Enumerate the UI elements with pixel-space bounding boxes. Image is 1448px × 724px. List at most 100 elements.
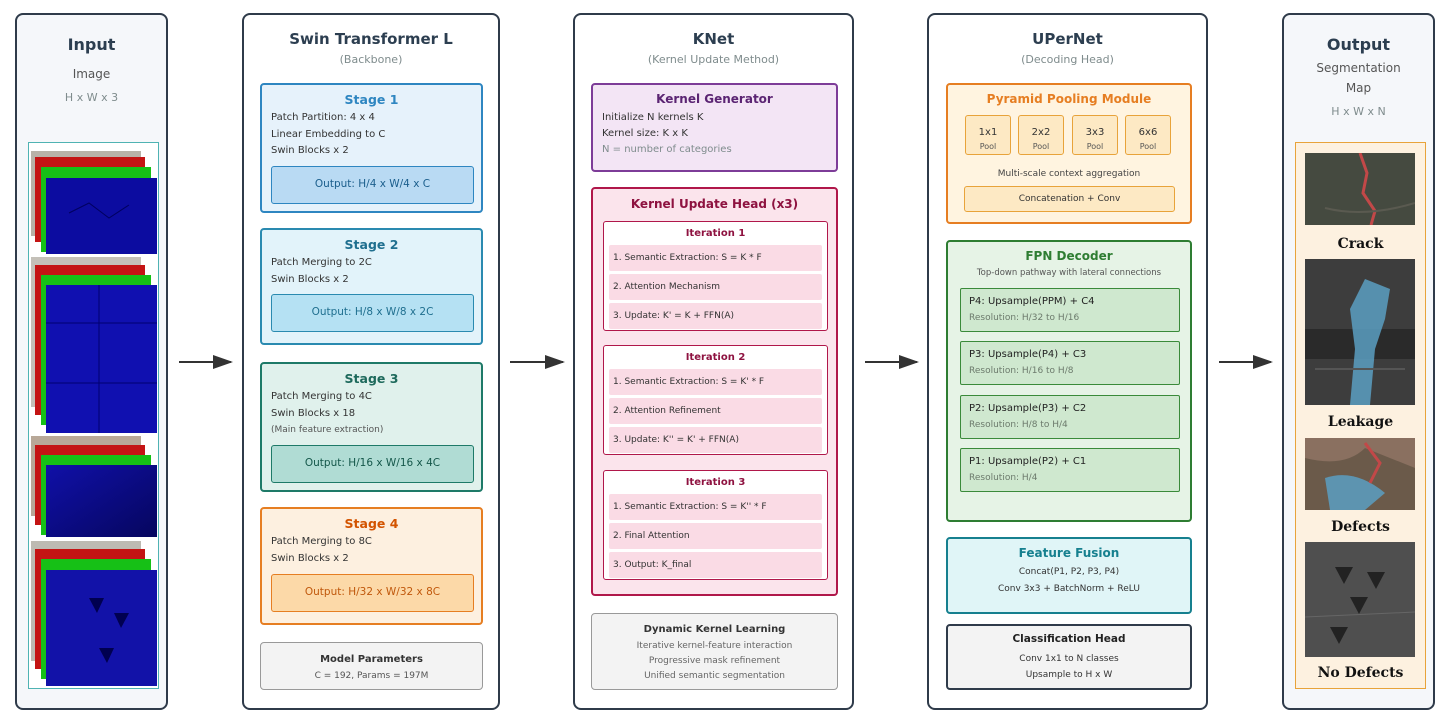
stage-4-line-2: Swin Blocks x 2 (271, 553, 349, 564)
knet-subtitle: (Kernel Update Method) (647, 53, 780, 66)
stage-2-line-2: Swin Blocks x 2 (271, 274, 349, 285)
knet-panel: KNet (Kernel Update Method) Kernel Gener… (573, 13, 854, 710)
feature-fusion-title: Feature Fusion (1018, 546, 1120, 560)
fpn-level-p2: P2: Upsample(P3) + C2 Resolution: H/8 to… (960, 395, 1180, 439)
kernel-update-head-title: Kernel Update Head (x3) (630, 197, 799, 211)
pool-2x2-label: Pool (1032, 142, 1050, 151)
flow-arrow-upernet-to-output (1219, 355, 1273, 369)
iteration-1-step-2: 2. Attention Mechanism (609, 274, 822, 300)
pool-3x3-size: 3x3 (1085, 127, 1105, 138)
backbone-title: Swin Transformer L (289, 30, 453, 48)
iteration-3-step-2: 2. Final Attention (609, 523, 822, 549)
iteration-1-step-1: 1. Semantic Extraction: S = K * F (609, 245, 822, 271)
ppm-concat-box: Concatenation + Conv (964, 186, 1175, 212)
flow-arrow-backbone-to-knet (510, 355, 565, 369)
output-image-defects (1305, 438, 1415, 510)
model-params-text: C = 192, Params = 197M (314, 671, 429, 681)
output-image-no-defects (1305, 542, 1415, 657)
kernel-generator-box: Kernel Generator Initialize N kernels K … (591, 83, 838, 172)
input-image-group-2 (31, 257, 157, 433)
kernel-update-head-box: Kernel Update Head (x3) Iteration 1 1. S… (591, 187, 838, 596)
upernet-title: UPerNet (1032, 30, 1103, 48)
classification-head-title: Classification Head (1012, 633, 1126, 645)
iteration-3-box: Iteration 3 1. Semantic Extraction: S = … (603, 470, 828, 580)
fpn-subtitle: Top-down pathway with lateral connection… (976, 268, 1162, 278)
kernel-generator-title: Kernel Generator (656, 92, 773, 106)
pool-3x3-label: Pool (1086, 142, 1104, 151)
stage-3-title: Stage 3 (344, 371, 399, 386)
stage-3-output: Output: H/16 x W/16 x 4C (271, 445, 474, 483)
output-subtitle-2: Map (1345, 81, 1372, 95)
stage-4-title: Stage 4 (344, 516, 399, 531)
kernel-generator-line-2: Kernel size: K x K (602, 128, 688, 139)
iteration-3-step-1: 1. Semantic Extraction: S = K'' * F (609, 494, 822, 520)
fpn-level-p1-title: P1: Upsample(P2) + C1 (969, 456, 1087, 467)
feature-fusion-line-2: Conv 3x3 + BatchNorm + ReLU (998, 584, 1140, 594)
classification-head-box: Classification Head Conv 1x1 to N classe… (946, 624, 1192, 690)
kernel-generator-line-1: Initialize N kernels K (602, 112, 704, 123)
stage-1-line-3: Swin Blocks x 2 (271, 145, 349, 156)
input-title: Input (67, 35, 116, 54)
stage-3-line-2: Swin Blocks x 18 (271, 408, 356, 419)
backbone-panel: Swin Transformer L (Backbone) Stage 1 Pa… (242, 13, 500, 710)
iteration-2-box: Iteration 2 1. Semantic Extraction: S = … (603, 345, 828, 455)
output-title: Output (1326, 35, 1391, 54)
dynamic-kernel-line-1: Iterative kernel-feature interaction (636, 641, 793, 651)
stage-4-line-1: Patch Merging to 8C (271, 536, 372, 547)
pool-1x1-size: 1x1 (978, 127, 998, 138)
iteration-2-step-3: 3. Update: K'' = K' + FFN(A) (609, 427, 822, 453)
dynamic-kernel-line-3: Unified semantic segmentation (644, 671, 785, 681)
stage-1-box: Stage 1 Patch Partition: 4 x 4 Linear Em… (260, 83, 483, 213)
stage-3-line-1: Patch Merging to 4C (271, 391, 372, 402)
output-panel: Output Segmentation Map H x W x N Crack … (1282, 13, 1435, 710)
stage-1-line-1: Patch Partition: 4 x 4 (271, 112, 375, 123)
model-params-title: Model Parameters (320, 654, 423, 665)
input-image-stack (28, 142, 159, 689)
feature-fusion-box: Feature Fusion Concat(P1, P2, P3, P4) Co… (946, 537, 1192, 614)
pool-6x6: 6x6 Pool (1125, 115, 1171, 155)
dynamic-kernel-title: Dynamic Kernel Learning (643, 624, 786, 635)
fpn-level-p3: P3: Upsample(P4) + C3 Resolution: H/16 t… (960, 341, 1180, 385)
iteration-2-step-1: 1. Semantic Extraction: S = K' * F (609, 369, 822, 395)
fpn-level-p1-res: Resolution: H/4 (969, 473, 1038, 483)
output-results-frame: Crack Leakage Defects No Defects (1295, 142, 1426, 689)
pool-1x1-label: Pool (979, 142, 997, 151)
model-params-box: Model Parameters C = 192, Params = 197M (260, 642, 483, 690)
pool-2x2-size: 2x2 (1031, 127, 1051, 138)
fpn-level-p4: P4: Upsample(PPM) + C4 Resolution: H/32 … (960, 288, 1180, 332)
classification-head-line-2: Upsample to H x W (1025, 670, 1113, 680)
stage-2-line-1: Patch Merging to 2C (271, 257, 372, 268)
dynamic-kernel-box: Dynamic Kernel Learning Iterative kernel… (591, 613, 838, 690)
input-image-group-3 (31, 436, 157, 537)
fpn-title: FPN Decoder (1025, 249, 1113, 263)
backbone-subtitle: (Backbone) (339, 53, 403, 66)
iteration-2-step-2: 2. Attention Refinement (609, 398, 822, 424)
output-image-crack (1305, 153, 1415, 225)
stage-1-output: Output: H/4 x W/4 x C (271, 166, 474, 204)
feature-fusion-line-1: Concat(P1, P2, P3, P4) (1018, 567, 1120, 577)
stage-3-box: Stage 3 Patch Merging to 4C Swin Blocks … (260, 362, 483, 492)
output-label-defects: Defects (1331, 519, 1390, 535)
input-image-group-4 (31, 541, 157, 686)
fpn-level-p1: P1: Upsample(P2) + C1 Resolution: H/4 (960, 448, 1180, 492)
stage-1-line-2: Linear Embedding to C (271, 129, 386, 140)
fpn-level-p3-res: Resolution: H/16 to H/8 (969, 366, 1074, 376)
iteration-1-step-3: 3. Update: K' = K + FFN(A) (609, 303, 822, 329)
output-label-leakage: Leakage (1327, 414, 1394, 430)
pool-3x3: 3x3 Pool (1072, 115, 1118, 155)
upernet-subtitle: (Decoding Head) (1021, 53, 1114, 66)
flow-arrow-knet-to-upernet (865, 355, 919, 369)
ppm-title: Pyramid Pooling Module (986, 92, 1152, 106)
iteration-1-title: Iteration 1 (685, 228, 746, 239)
stage-3-line-3: (Main feature extraction) (271, 425, 384, 435)
output-label-no-defects: No Defects (1317, 665, 1404, 681)
knet-title: KNet (692, 30, 735, 48)
pool-6x6-size: 6x6 (1138, 127, 1158, 138)
output-label-crack: Crack (1337, 236, 1384, 252)
kernel-generator-line-3: N = number of categories (602, 144, 732, 155)
iteration-3-title: Iteration 3 (685, 477, 746, 488)
fpn-level-p2-title: P2: Upsample(P3) + C2 (969, 403, 1087, 414)
fpn-box: FPN Decoder Top-down pathway with latera… (946, 240, 1192, 522)
dynamic-kernel-line-2: Progressive mask refinement (648, 656, 781, 666)
fpn-level-p4-title: P4: Upsample(PPM) + C4 (969, 296, 1095, 307)
